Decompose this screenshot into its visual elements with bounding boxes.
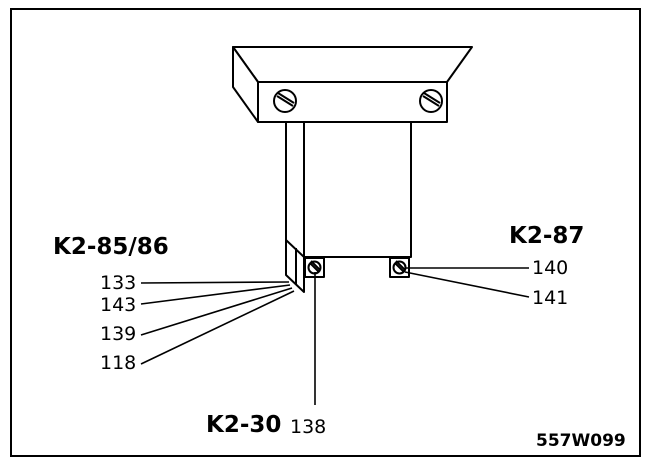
leader-118	[140, 290, 295, 365]
wire-label-141: 141	[532, 287, 569, 309]
leader-143	[140, 284, 291, 305]
left-connector-label: K2-85/86	[53, 234, 169, 260]
wire-label-133: 133	[100, 272, 137, 294]
leader-133	[140, 281, 290, 284]
wire-label-143: 143	[100, 294, 137, 316]
block-screw-left-icon	[273, 89, 297, 113]
relay-body	[285, 121, 412, 293]
wire-label-139: 139	[100, 323, 137, 345]
block-screw-right-icon	[419, 89, 443, 113]
wire-label-140: 140	[532, 257, 569, 279]
leader-141	[404, 271, 530, 298]
leader-139	[140, 287, 293, 336]
bottom-connector-label: K2-30	[206, 412, 282, 438]
drawing-code: 557W099	[536, 431, 626, 451]
wire-label-118: 118	[100, 352, 137, 374]
wire-leader-lines	[140, 267, 530, 405]
right-connector-label: K2-87	[509, 223, 585, 249]
terminal-87-icon	[389, 257, 410, 278]
wire-label-138: 138	[290, 416, 327, 438]
terminal-30-icon	[304, 257, 325, 278]
